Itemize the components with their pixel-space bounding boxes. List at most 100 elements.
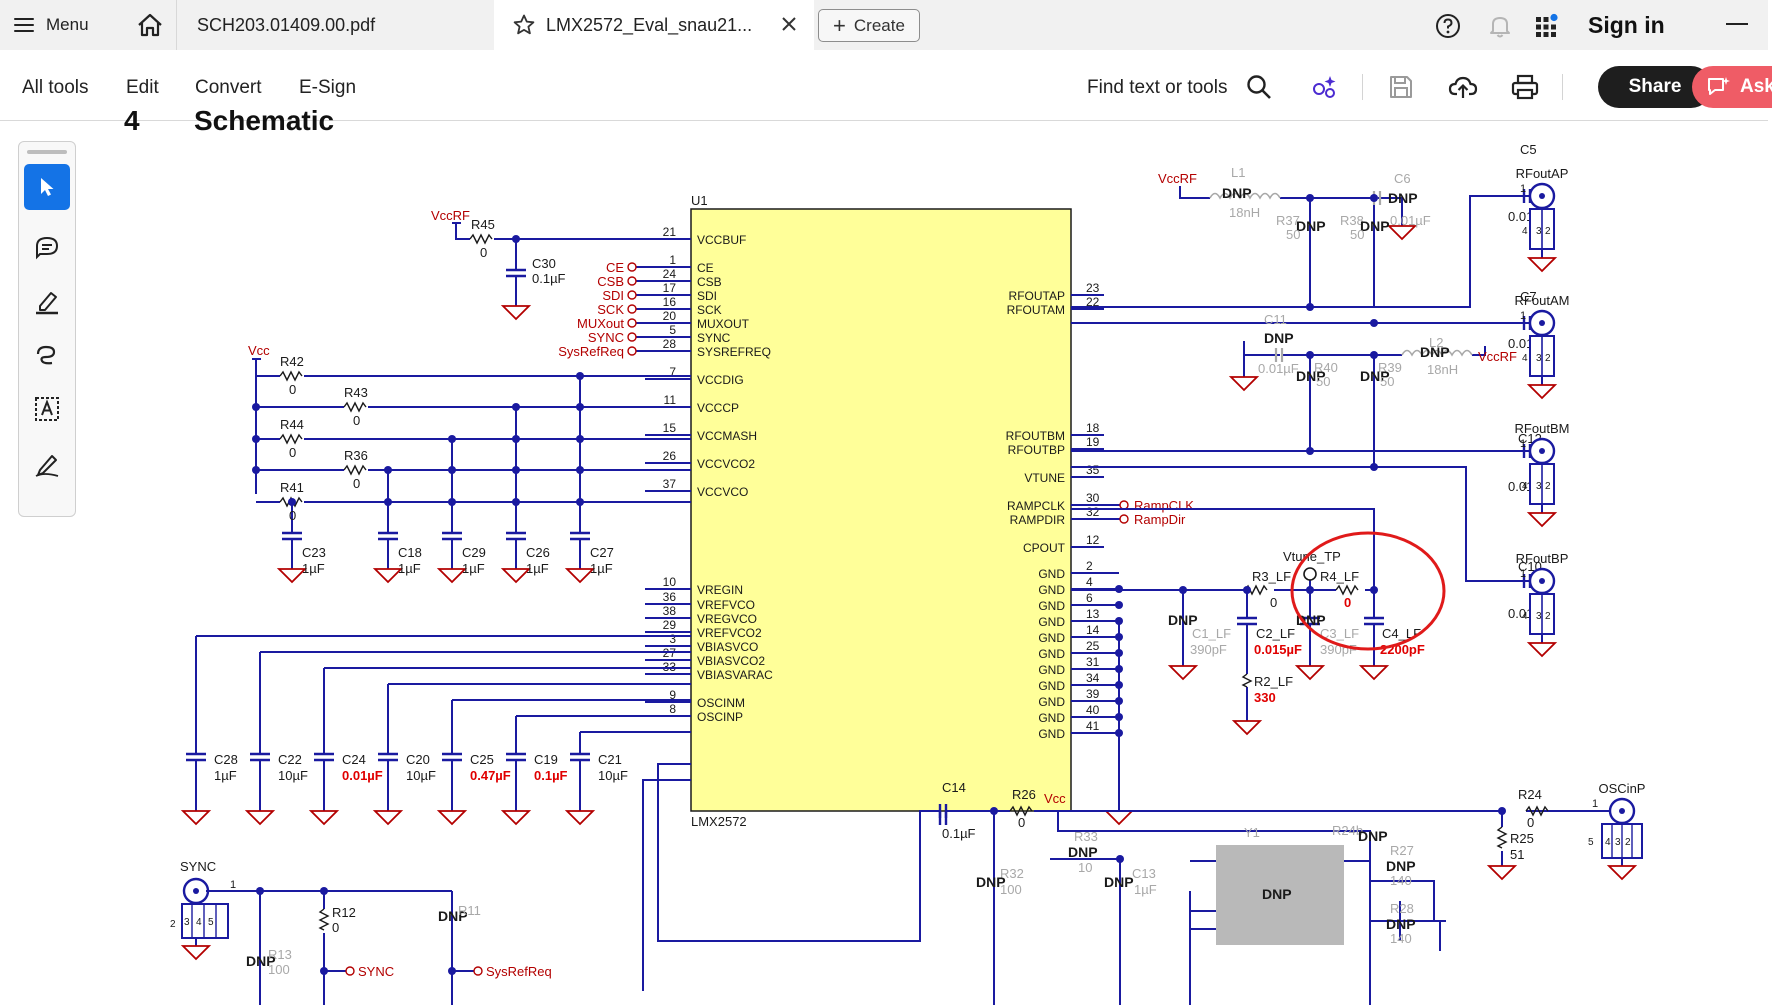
menu-esign[interactable]: E-Sign xyxy=(299,77,357,98)
pin-number: 13 xyxy=(1086,607,1100,621)
regulator-cap-wires xyxy=(186,635,691,811)
pin-number: 16 xyxy=(663,295,677,309)
save-icon[interactable] xyxy=(1386,72,1416,102)
sign-tool-button[interactable] xyxy=(24,440,70,486)
pin-name: GND xyxy=(1038,711,1065,725)
pin-number: 7 xyxy=(669,365,676,379)
pin-number: 30 xyxy=(1086,491,1100,505)
menu-convert[interactable]: Convert xyxy=(195,77,262,98)
cap-ref: C23 xyxy=(302,545,326,560)
net-port[interactable] xyxy=(1119,500,1129,510)
menu-button[interactable]: Menu xyxy=(14,10,89,40)
net-port[interactable] xyxy=(627,262,637,272)
connector-pin: 2 xyxy=(1625,837,1631,848)
r42-value: 0 xyxy=(289,382,296,397)
ask-ai-button[interactable]: Ask xyxy=(1692,66,1775,108)
create-button[interactable]: + Create xyxy=(818,9,920,42)
text-tool-button[interactable] xyxy=(24,386,70,432)
search-icon[interactable] xyxy=(1244,72,1274,102)
rf-a-network xyxy=(1071,186,1530,324)
help-icon[interactable] xyxy=(1434,12,1462,40)
r4lf-value: 0 xyxy=(1344,595,1351,610)
c1lf-value: 390pF xyxy=(1190,642,1227,657)
close-icon[interactable] xyxy=(780,15,798,33)
inductor-l2 xyxy=(1401,349,1473,357)
c5-ref: C5 xyxy=(1520,142,1537,157)
upload-cloud-icon[interactable] xyxy=(1448,72,1478,102)
cap-value: 0.01µF xyxy=(342,768,383,783)
pin-number: 9 xyxy=(669,688,676,702)
net-port[interactable] xyxy=(627,318,637,328)
crystal-y1[interactable] xyxy=(1216,845,1344,945)
connector-pin: 3 xyxy=(184,917,190,928)
r41-ref: R41 xyxy=(280,480,304,495)
home-icon[interactable] xyxy=(136,12,164,38)
tab-label: LMX2572_Eval_snau21... xyxy=(546,14,753,35)
pin-number: 19 xyxy=(1086,435,1100,449)
chip-left-pins: 21VCCBUF1CE24CSB17SDI16SCK20MUXOUT5SYNC2… xyxy=(645,225,773,724)
highlight-tool-button[interactable] xyxy=(24,278,70,324)
c6-ref: C6 xyxy=(1394,171,1411,186)
rail-grip[interactable] xyxy=(27,150,67,154)
c30-ref: C30 xyxy=(532,256,556,271)
r25-value: 51 xyxy=(1510,847,1524,862)
c6-dnp: DNP xyxy=(1388,190,1418,206)
connector-label: RFoutAP xyxy=(1516,166,1569,181)
annotation-red-circle xyxy=(1290,531,1446,651)
r32-ref: R32 xyxy=(1000,866,1024,881)
comment-tool-button[interactable] xyxy=(24,224,70,270)
draw-tool-button[interactable] xyxy=(24,332,70,378)
cap-ref: C19 xyxy=(534,752,558,767)
net-port[interactable] xyxy=(627,332,637,342)
r25-ref: R25 xyxy=(1510,831,1534,846)
chip-u1[interactable] xyxy=(690,208,1072,812)
star-icon[interactable] xyxy=(512,13,536,37)
r45-value: 0 xyxy=(480,245,487,260)
net-port[interactable] xyxy=(627,276,637,286)
ai-assistant-icon[interactable] xyxy=(1310,72,1340,102)
tab-document-1[interactable]: SCH203.01409.00.pdf xyxy=(176,0,494,50)
r24-ref: R24 xyxy=(1518,787,1542,802)
minimize-icon[interactable] xyxy=(1726,23,1748,25)
pin-name: SDI xyxy=(697,289,717,303)
net-port[interactable] xyxy=(627,346,637,356)
bell-icon[interactable] xyxy=(1486,12,1514,40)
c14-value: 0.1µF xyxy=(942,826,976,841)
connector-pin: 1 xyxy=(1520,183,1526,195)
vtune-testpoint[interactable] xyxy=(1303,567,1317,581)
menu-all-tools[interactable]: All tools xyxy=(22,77,89,98)
junction-dot xyxy=(1115,601,1123,609)
pin-number: 1 xyxy=(669,253,676,267)
print-icon[interactable] xyxy=(1510,72,1540,102)
pin-name: VCCVCO2 xyxy=(697,457,755,471)
chip-gnd-pins: 2GND4GND6GND13GND14GND25GND31GND34GND39G… xyxy=(1038,559,1123,741)
pin-number: 18 xyxy=(1086,421,1100,435)
menu-edit[interactable]: Edit xyxy=(126,77,159,98)
net-label: CE xyxy=(606,260,624,275)
r27-dnp: DNP xyxy=(1386,858,1416,874)
pin-number: 5 xyxy=(669,323,676,337)
pin-number: 24 xyxy=(663,267,677,281)
pin-name: SYNC xyxy=(697,331,731,345)
apps-icon[interactable] xyxy=(1532,12,1560,40)
c1lf-dnp: DNP xyxy=(1168,612,1198,628)
c11-value: 0.01µF xyxy=(1258,361,1299,376)
select-tool-button[interactable] xyxy=(24,164,70,210)
tab-document-2-active[interactable]: LMX2572_Eval_snau21... xyxy=(494,0,814,50)
pin-name: VREFVCO2 xyxy=(697,626,762,640)
net-port[interactable] xyxy=(627,290,637,300)
net-port[interactable] xyxy=(627,304,637,314)
net-port[interactable] xyxy=(1119,514,1129,524)
sign-in-link[interactable]: Sign in xyxy=(1588,12,1665,38)
l1-value: 18nH xyxy=(1229,205,1260,220)
find-text-or-tools[interactable]: Find text or tools xyxy=(1087,77,1228,98)
c1lf-ref: C1_LF xyxy=(1192,626,1231,641)
l1-dnp: DNP xyxy=(1222,185,1252,201)
